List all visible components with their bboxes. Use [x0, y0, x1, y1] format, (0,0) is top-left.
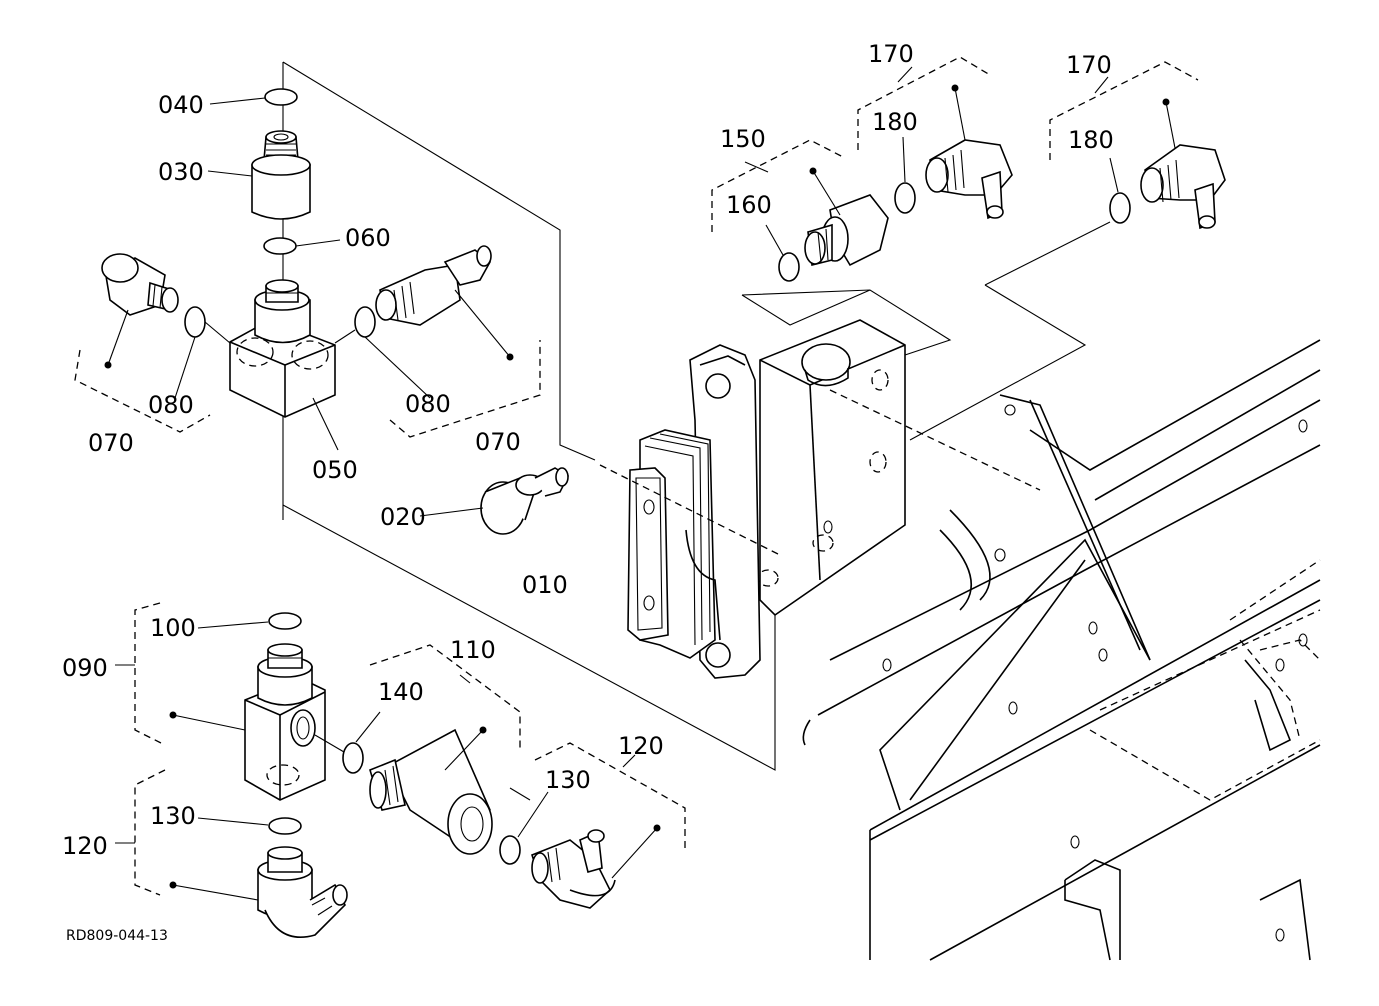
callout-170-right: 170	[1066, 51, 1112, 79]
callout-120-left: 120	[62, 832, 108, 860]
plug-020	[419, 467, 570, 535]
callout-labels: 010 020 030 040 050 060 070 070 080 080 …	[62, 40, 1114, 944]
callout-140: 140	[378, 678, 424, 706]
callout-010: 010	[522, 571, 568, 599]
fitting-assembly-170-mid	[857, 56, 1013, 220]
callout-130-right: 130	[545, 766, 591, 794]
callout-090: 090	[62, 654, 108, 682]
callout-100: 100	[150, 614, 196, 642]
callout-070-right: 070	[475, 428, 521, 456]
callout-110: 110	[450, 636, 496, 664]
assembly-lines	[282, 61, 1111, 771]
callout-050: 050	[312, 456, 358, 484]
valve-block-010	[627, 319, 906, 679]
callout-120-right: 120	[618, 732, 664, 760]
callout-020: 020	[380, 503, 426, 531]
callout-060: 060	[345, 224, 391, 252]
callout-180-mid: 180	[872, 108, 918, 136]
callout-160: 160	[726, 191, 772, 219]
callout-070-left: 070	[88, 429, 134, 457]
tee-block-assembly	[74, 62, 541, 520]
drawing-reference-code: RD809-044-13	[66, 928, 168, 944]
callout-170-mid: 170	[868, 40, 914, 68]
callout-040: 040	[158, 91, 204, 119]
callout-180-right: 180	[1068, 126, 1114, 154]
callout-080-right: 080	[405, 390, 451, 418]
machine-frame	[802, 339, 1321, 961]
lower-tee-assembly	[115, 602, 686, 939]
fitting-assembly-170-right	[1049, 61, 1226, 230]
fitting-assembly-150	[711, 139, 889, 282]
callout-030: 030	[158, 158, 204, 186]
callout-080-left: 080	[148, 391, 194, 419]
callout-130-left: 130	[150, 802, 196, 830]
callout-150: 150	[720, 125, 766, 153]
